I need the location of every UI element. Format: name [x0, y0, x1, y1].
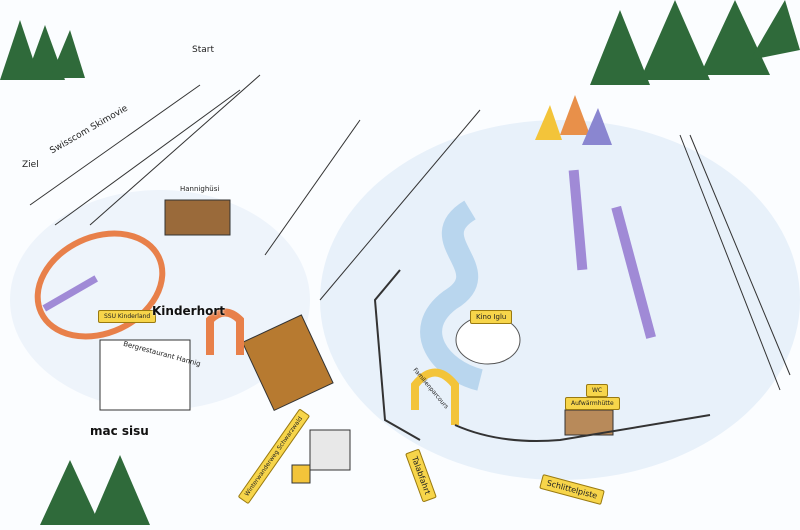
- gondola-station: [309, 429, 351, 471]
- gondola-cabin: [291, 464, 311, 484]
- mac-sisu-label[interactable]: mac sisu: [90, 424, 149, 438]
- forest-top-right: [590, 0, 800, 85]
- skimovie-track-edge: [29, 84, 201, 206]
- lift-line: [689, 134, 791, 376]
- sled-run: [420, 200, 484, 391]
- hut-label: Hannighüsi: [180, 185, 220, 193]
- kinderhort-label[interactable]: Kinderhort: [152, 304, 226, 318]
- lift-line: [89, 74, 261, 226]
- parcours-arch: [411, 368, 459, 425]
- tipi: [560, 95, 590, 135]
- snow-area: [320, 120, 800, 480]
- orange-arch: [206, 308, 244, 355]
- hut-building: [164, 199, 231, 236]
- magic-carpet: [611, 205, 656, 339]
- kinderland-fence: [34, 230, 166, 340]
- lift-line: [679, 134, 781, 391]
- kino-label: Kino Iglu: [470, 310, 513, 324]
- tipi: [582, 108, 612, 145]
- lift-line: [264, 119, 361, 256]
- kinderland-arch-label: SSU Kinderland: [98, 310, 157, 323]
- forest-bottom-left: [40, 455, 150, 525]
- ziel-label: Ziel: [22, 160, 39, 170]
- fence: [454, 414, 711, 442]
- station-building: [241, 314, 334, 412]
- forest-top-left: [0, 20, 85, 80]
- lift-line: [319, 109, 481, 301]
- wc-label: WC: [586, 384, 609, 397]
- magic-carpet: [42, 275, 98, 312]
- tipi: [535, 105, 562, 140]
- snow-area: [10, 190, 310, 410]
- aufwaermhuette-building: [564, 409, 614, 436]
- aufwaermhuette-label: Aufwärmhütte: [565, 397, 620, 410]
- start-label: Start: [192, 45, 214, 55]
- magic-carpet: [568, 169, 588, 271]
- restaurant-building: [99, 339, 191, 411]
- skimovie-track-edge: [54, 89, 241, 226]
- fence: [373, 269, 421, 441]
